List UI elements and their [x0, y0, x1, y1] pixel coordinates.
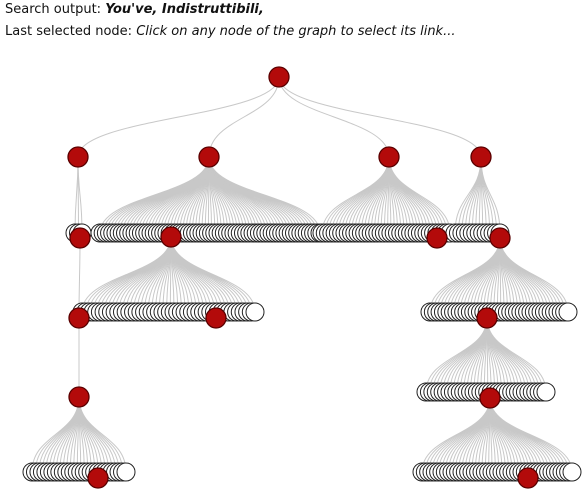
graph-node-expanded[interactable] [68, 307, 90, 329]
search-output-value: You've, Indistruttibili, [105, 2, 264, 17]
graph-canvas[interactable] [0, 50, 587, 497]
graph-node-expanded[interactable] [268, 66, 290, 88]
graph-node-expanded[interactable] [378, 146, 400, 168]
graph-edge [486, 317, 547, 393]
graph-node-leaf[interactable] [558, 302, 578, 322]
graph-edges [31, 76, 573, 473]
graph-edge [170, 236, 256, 313]
graph-node-expanded[interactable] [470, 146, 492, 168]
graph-edge [170, 236, 223, 313]
graph-node-expanded[interactable] [87, 467, 109, 489]
graph-edge [499, 237, 569, 313]
graph-edge [99, 236, 172, 313]
graph-edge [78, 396, 127, 473]
graph-node-expanded[interactable] [476, 307, 498, 329]
graph-node-expanded[interactable] [68, 386, 90, 408]
graph-node-expanded[interactable] [489, 227, 511, 249]
search-output-line: Search output: You've, Indistruttibili, [5, 2, 264, 17]
graph-edge [344, 156, 390, 234]
graph-edge [486, 317, 540, 393]
graph-node-expanded[interactable] [67, 146, 89, 168]
search-output-label: Search output: [5, 2, 102, 17]
graph-edge [278, 76, 482, 158]
graph-node-expanded[interactable] [160, 226, 182, 248]
graph-node-leaf[interactable] [245, 302, 265, 322]
graph-edge [439, 317, 488, 393]
graph-node-expanded[interactable] [426, 227, 448, 249]
selected-node-line: Last selected node: Click on any node of… [5, 24, 456, 39]
graph-edge [137, 156, 210, 234]
graph-edge [388, 156, 435, 234]
graph-edge [208, 156, 321, 234]
graph-edge [208, 156, 299, 234]
graph-edge [499, 237, 566, 313]
graph-node-expanded[interactable] [198, 146, 220, 168]
graph-edge [453, 237, 501, 313]
graph-edge [489, 397, 573, 473]
graph-node-leaf[interactable] [536, 382, 556, 402]
graph-node-expanded[interactable] [205, 307, 227, 329]
graph-edge [324, 156, 390, 234]
graph-edge [77, 76, 280, 158]
graph-edge [424, 397, 491, 473]
graph-node-leaf[interactable] [116, 462, 136, 482]
graph-node-expanded[interactable] [69, 227, 91, 249]
graph-edge [88, 236, 172, 313]
graph-node-leaf[interactable] [562, 462, 582, 482]
graph-nodes[interactable] [22, 66, 582, 489]
selected-node-value: Click on any node of the graph to select… [136, 24, 456, 39]
selected-node-label: Last selected node: [5, 24, 133, 39]
graph-node-expanded[interactable] [479, 387, 501, 409]
graph-edge [278, 76, 390, 158]
graph-edge [499, 237, 552, 313]
graph-edge [388, 156, 451, 234]
graph-node-expanded[interactable] [517, 467, 539, 489]
graph-edge [114, 236, 172, 313]
graph-edge [208, 76, 280, 158]
graph-edge [31, 396, 80, 473]
graph-edge [444, 397, 491, 473]
